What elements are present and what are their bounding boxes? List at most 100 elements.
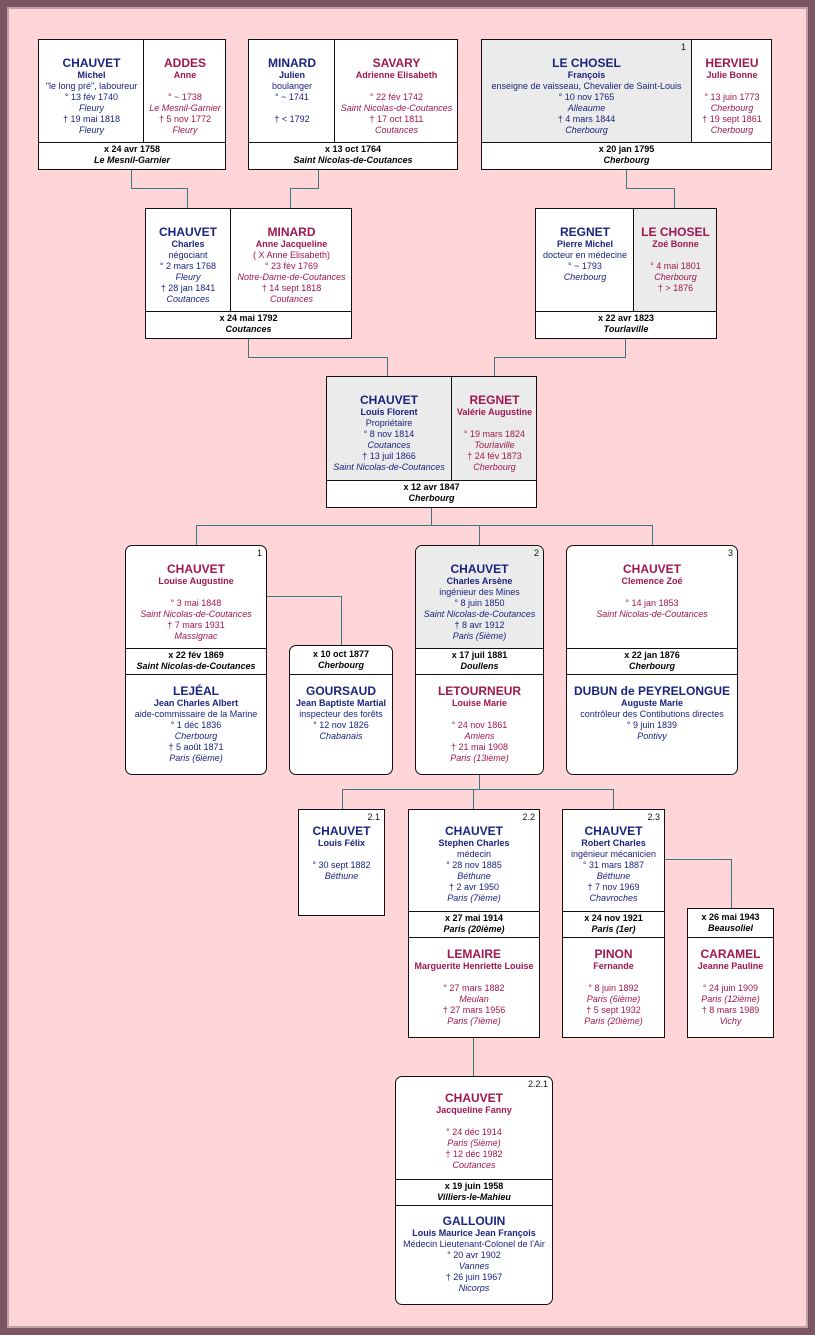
occupation: aide-commissaire de la Marine [134,709,258,719]
occupation [299,849,384,860]
child-number: 2 [533,548,539,558]
connector-line [131,188,188,189]
person-cell: REGNET Valérie Augustine ° 19 mars 1824 … [452,377,536,480]
surname: SAVARY [372,56,421,70]
connector-line [196,525,653,526]
birth-date: ° 31 mars 1887 [582,860,645,870]
given-name: Zoé Bonne [652,239,699,249]
occupation [688,972,773,983]
person-cell: CHAUVET Robert Charles ingénieur mécanic… [563,810,664,911]
marriage-date: x 24 nov 1921 [584,913,643,923]
person-cell: ADDES Anne ° ~ 1738 Le Mesnil-Garnier † … [144,40,225,142]
spouse-card[interactable]: x 10 oct 1877 Cherbourg GOURSAUD Jean Ba… [289,645,393,775]
surname: CARAMEL [700,947,761,961]
death-date: † 5 sept 1932 [586,1005,641,1015]
surname: HERVIEU [705,56,759,70]
marriage-date: x 27 mai 1914 [444,913,504,923]
surname: CHAUVET [62,56,121,70]
surname: CHAUVET [622,562,681,576]
given-name: Auguste Marie [620,698,683,708]
spouse-cell: CARAMEL Jeanne Pauline ° 24 juin 1909 Pa… [688,937,773,1037]
family-card[interactable]: 2.3 CHAUVET Robert Charles ingénieur méc… [562,809,665,1038]
person-card[interactable]: 2.1 CHAUVET Louis Félix ° 30 sept 1882 B… [298,809,385,916]
spouse-cell: GALLOUIN Louis Maurice Jean François Méd… [396,1205,552,1304]
spouse-cell: DUBUN de PEYRELONGUE Auguste Marie contr… [567,674,737,774]
given-name: Clemence Zoé [621,576,683,586]
death-place: Coutances [452,1160,496,1170]
birth-date: ° 19 mars 1824 [463,429,526,439]
given-name: Adrienne Elisabeth [355,70,438,80]
family-card[interactable]: 3 CHAUVET Clemence Zoé ° 14 jan 1853 Sai… [566,545,738,775]
marriage-place: Le Mesnil-Garnier [93,155,171,165]
surname: MINARD [267,225,316,239]
given-name: Louis Félix [317,838,365,848]
couple-card[interactable]: MINARD Julien boulanger ° ~ 1741 † < 179… [248,39,458,170]
connector-line [626,169,627,189]
given-name: Jeanne Pauline [697,961,764,971]
birth-place: Cherbourg [174,731,218,741]
death-place: Massignac [174,631,218,641]
birth-date: ° 22 fév 1742 [369,92,424,102]
person-cell: CHAUVET Charles négociant ° 2 mars 1768 … [146,209,230,311]
person-cell: CHAUVET Jacqueline Fanny ° 24 déc 1914 P… [396,1077,552,1179]
connector-line [473,1037,474,1077]
marriage-info: x 17 juil 1881 Doullens [416,650,543,672]
child-number: 1 [256,548,262,558]
couple-card[interactable]: REGNET Pierre Michel docteur en médecine… [535,208,717,339]
couple-card[interactable]: CHAUVET Michel "le long pré", laboureur … [38,39,226,170]
occupation: médecin [456,849,492,859]
death-date: † 19 sept 1861 [702,114,762,124]
marriage-info: x 27 mai 1914 Paris (20ième) [409,913,539,935]
couple-card[interactable]: LE CHOSEL François enseigne de vaisseau,… [481,39,772,170]
couple-card[interactable]: CHAUVET Louis Florent Propriétaire ° 8 n… [326,376,537,508]
occupation [126,587,266,598]
birth-place: Le Mesnil-Garnier [149,103,221,113]
death-date: † 2 avr 1950 [448,882,500,892]
occupation: "le long pré", laboureur [45,81,138,91]
child-number: 2.3 [647,812,660,822]
death-date: † 5 août 1871 [168,742,224,752]
occupation [692,81,771,92]
given-name: Julien [278,70,305,80]
marriage-place: Cherbourg [408,493,455,503]
family-card[interactable]: 1 CHAUVET Louise Augustine ° 3 mai 1848 … [125,545,267,775]
marriage-info: x 24 mai 1792 Coutances [146,313,351,335]
family-card[interactable]: 2.2.1 CHAUVET Jacqueline Fanny ° 24 déc … [395,1076,553,1305]
surname: CHAUVET [584,824,643,838]
connector-line [625,338,626,358]
birth-date: ° 27 mars 1882 [443,983,505,993]
marriage-info: x 20 jan 1795 Cherbourg [482,144,771,166]
birth-place: Paris (5ième) [447,1138,501,1148]
death-place: Paris (20ième) [584,1016,643,1026]
family-card[interactable]: CHAUVET Charles Arsène ingénieur des Min… [415,545,544,775]
birth-date: ° ~ 1741 [275,92,309,102]
surname: LE CHOSEL [641,225,710,239]
couple-card[interactable]: CHAUVET Charles négociant ° 2 mars 1768 … [145,208,352,339]
birth-place: Amiens [464,731,495,741]
connector-line [342,789,614,790]
occupation: boulanger [271,81,313,91]
marriage-place: Cherbourg [603,155,650,165]
given-name: Louis Florent [360,407,418,417]
connector-line [266,596,342,597]
given-name: Robert Charles [581,838,646,848]
death-place: Cherbourg [473,462,516,472]
person-cell: HERVIEU Julie Bonne ° 13 juin 1773 Cherb… [692,40,771,142]
death-date: † 12 déc 1982 [445,1149,503,1159]
family-card[interactable]: 2.2 CHAUVET Stephen Charles médecin ° 28… [408,809,540,1038]
given-name: Charles Arsène [446,576,513,586]
spouse-card[interactable]: x 26 mai 1943 Beausoliel CARAMEL Jeanne … [687,908,774,1038]
occupation: docteur en médecine [542,250,628,260]
occupation: inspecteur des forêts [299,709,383,719]
surname: LEMAIRE [447,947,501,961]
occupation [409,972,539,983]
marriage-info: x 12 avr 1847 Cherbourg [327,482,536,504]
marriage-info: x 22 jan 1876 Cherbourg [567,650,737,672]
death-date: † 21 mai 1908 [450,742,509,752]
surname: LEJÉAL [172,684,219,698]
connector-line [665,859,732,860]
birth-place: Tourlaville [474,440,515,450]
death-place: Paris (5ième) [452,631,507,641]
connector-line [318,169,319,189]
birth-date: ° 9 juin 1839 [626,720,678,730]
